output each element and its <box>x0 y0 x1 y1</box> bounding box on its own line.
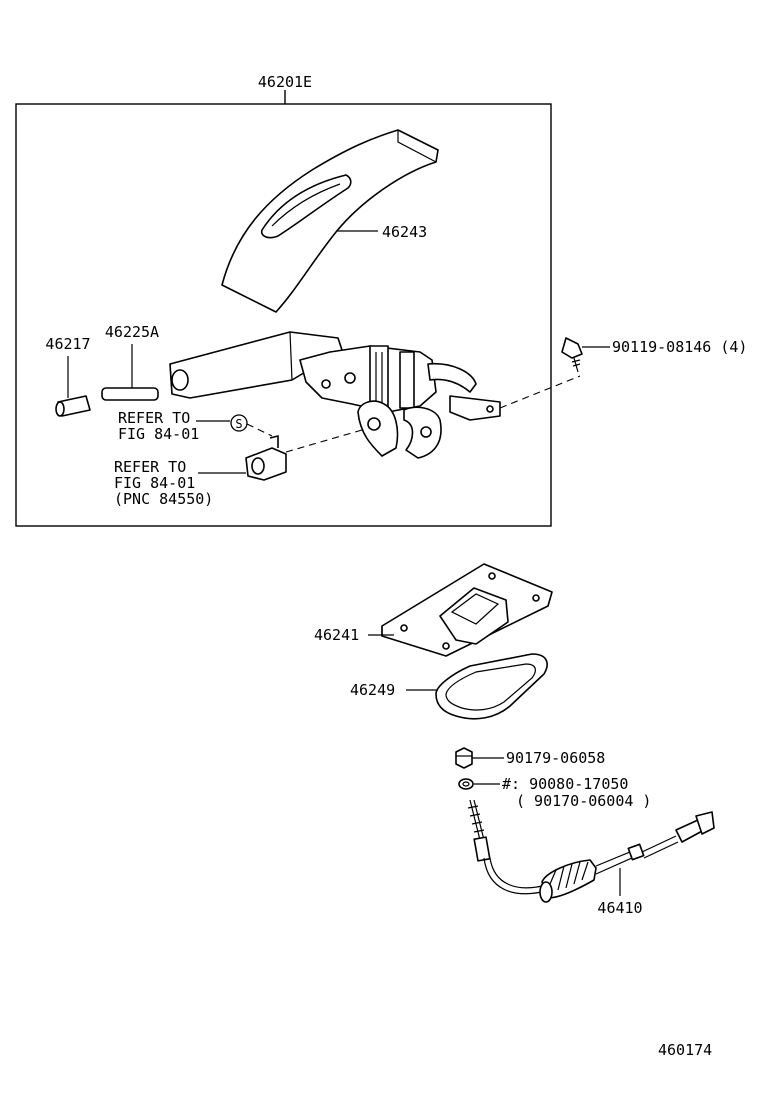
s-mark-circle <box>230 414 248 432</box>
knob-label: 46217 <box>45 335 90 353</box>
refer2-line2: FIG 84-01 <box>114 474 195 492</box>
lever-arm <box>169 331 501 459</box>
s-mark-label: S <box>235 417 242 431</box>
refer2-line1: REFER TO <box>114 458 186 476</box>
spring-label: 46225A <box>105 323 159 341</box>
washer-label-line1: #: 90080-17050 <box>502 775 628 793</box>
bolt-90119 <box>561 337 583 373</box>
refer1-line2: FIG 84-01 <box>118 425 199 443</box>
boot-46249 <box>435 653 548 720</box>
cable-46410 <box>467 799 715 903</box>
refer1-line1: REFER TO <box>118 409 190 427</box>
lever-cover-46243 <box>221 129 439 313</box>
assembly-frame <box>15 103 552 527</box>
refer2-line3: (PNC 84550) <box>114 490 213 508</box>
washer-label-line2: ( 90170-06004 ) <box>516 792 651 810</box>
washer-90080 <box>458 778 474 790</box>
spring-46225A <box>101 387 159 401</box>
cable-label: 46410 <box>597 899 642 917</box>
nut-label: 90179-06058 <box>506 749 605 767</box>
nut-90179 <box>455 747 473 769</box>
assembly-label: 46201E <box>258 73 312 91</box>
dashed-line-bolt <box>499 375 581 409</box>
dashed-line-switch <box>285 429 363 453</box>
cover-label: 46243 <box>382 223 427 241</box>
boot-label: 46249 <box>350 681 395 699</box>
retainer-46241 <box>381 563 553 657</box>
figure-number: 460174 <box>658 1041 712 1059</box>
dashed-line-s <box>246 423 273 437</box>
bolt-label: 90119-08146 (4) <box>612 338 747 356</box>
retainer-label: 46241 <box>314 626 359 644</box>
switch-part <box>245 435 287 481</box>
knob-46217 <box>55 395 91 417</box>
